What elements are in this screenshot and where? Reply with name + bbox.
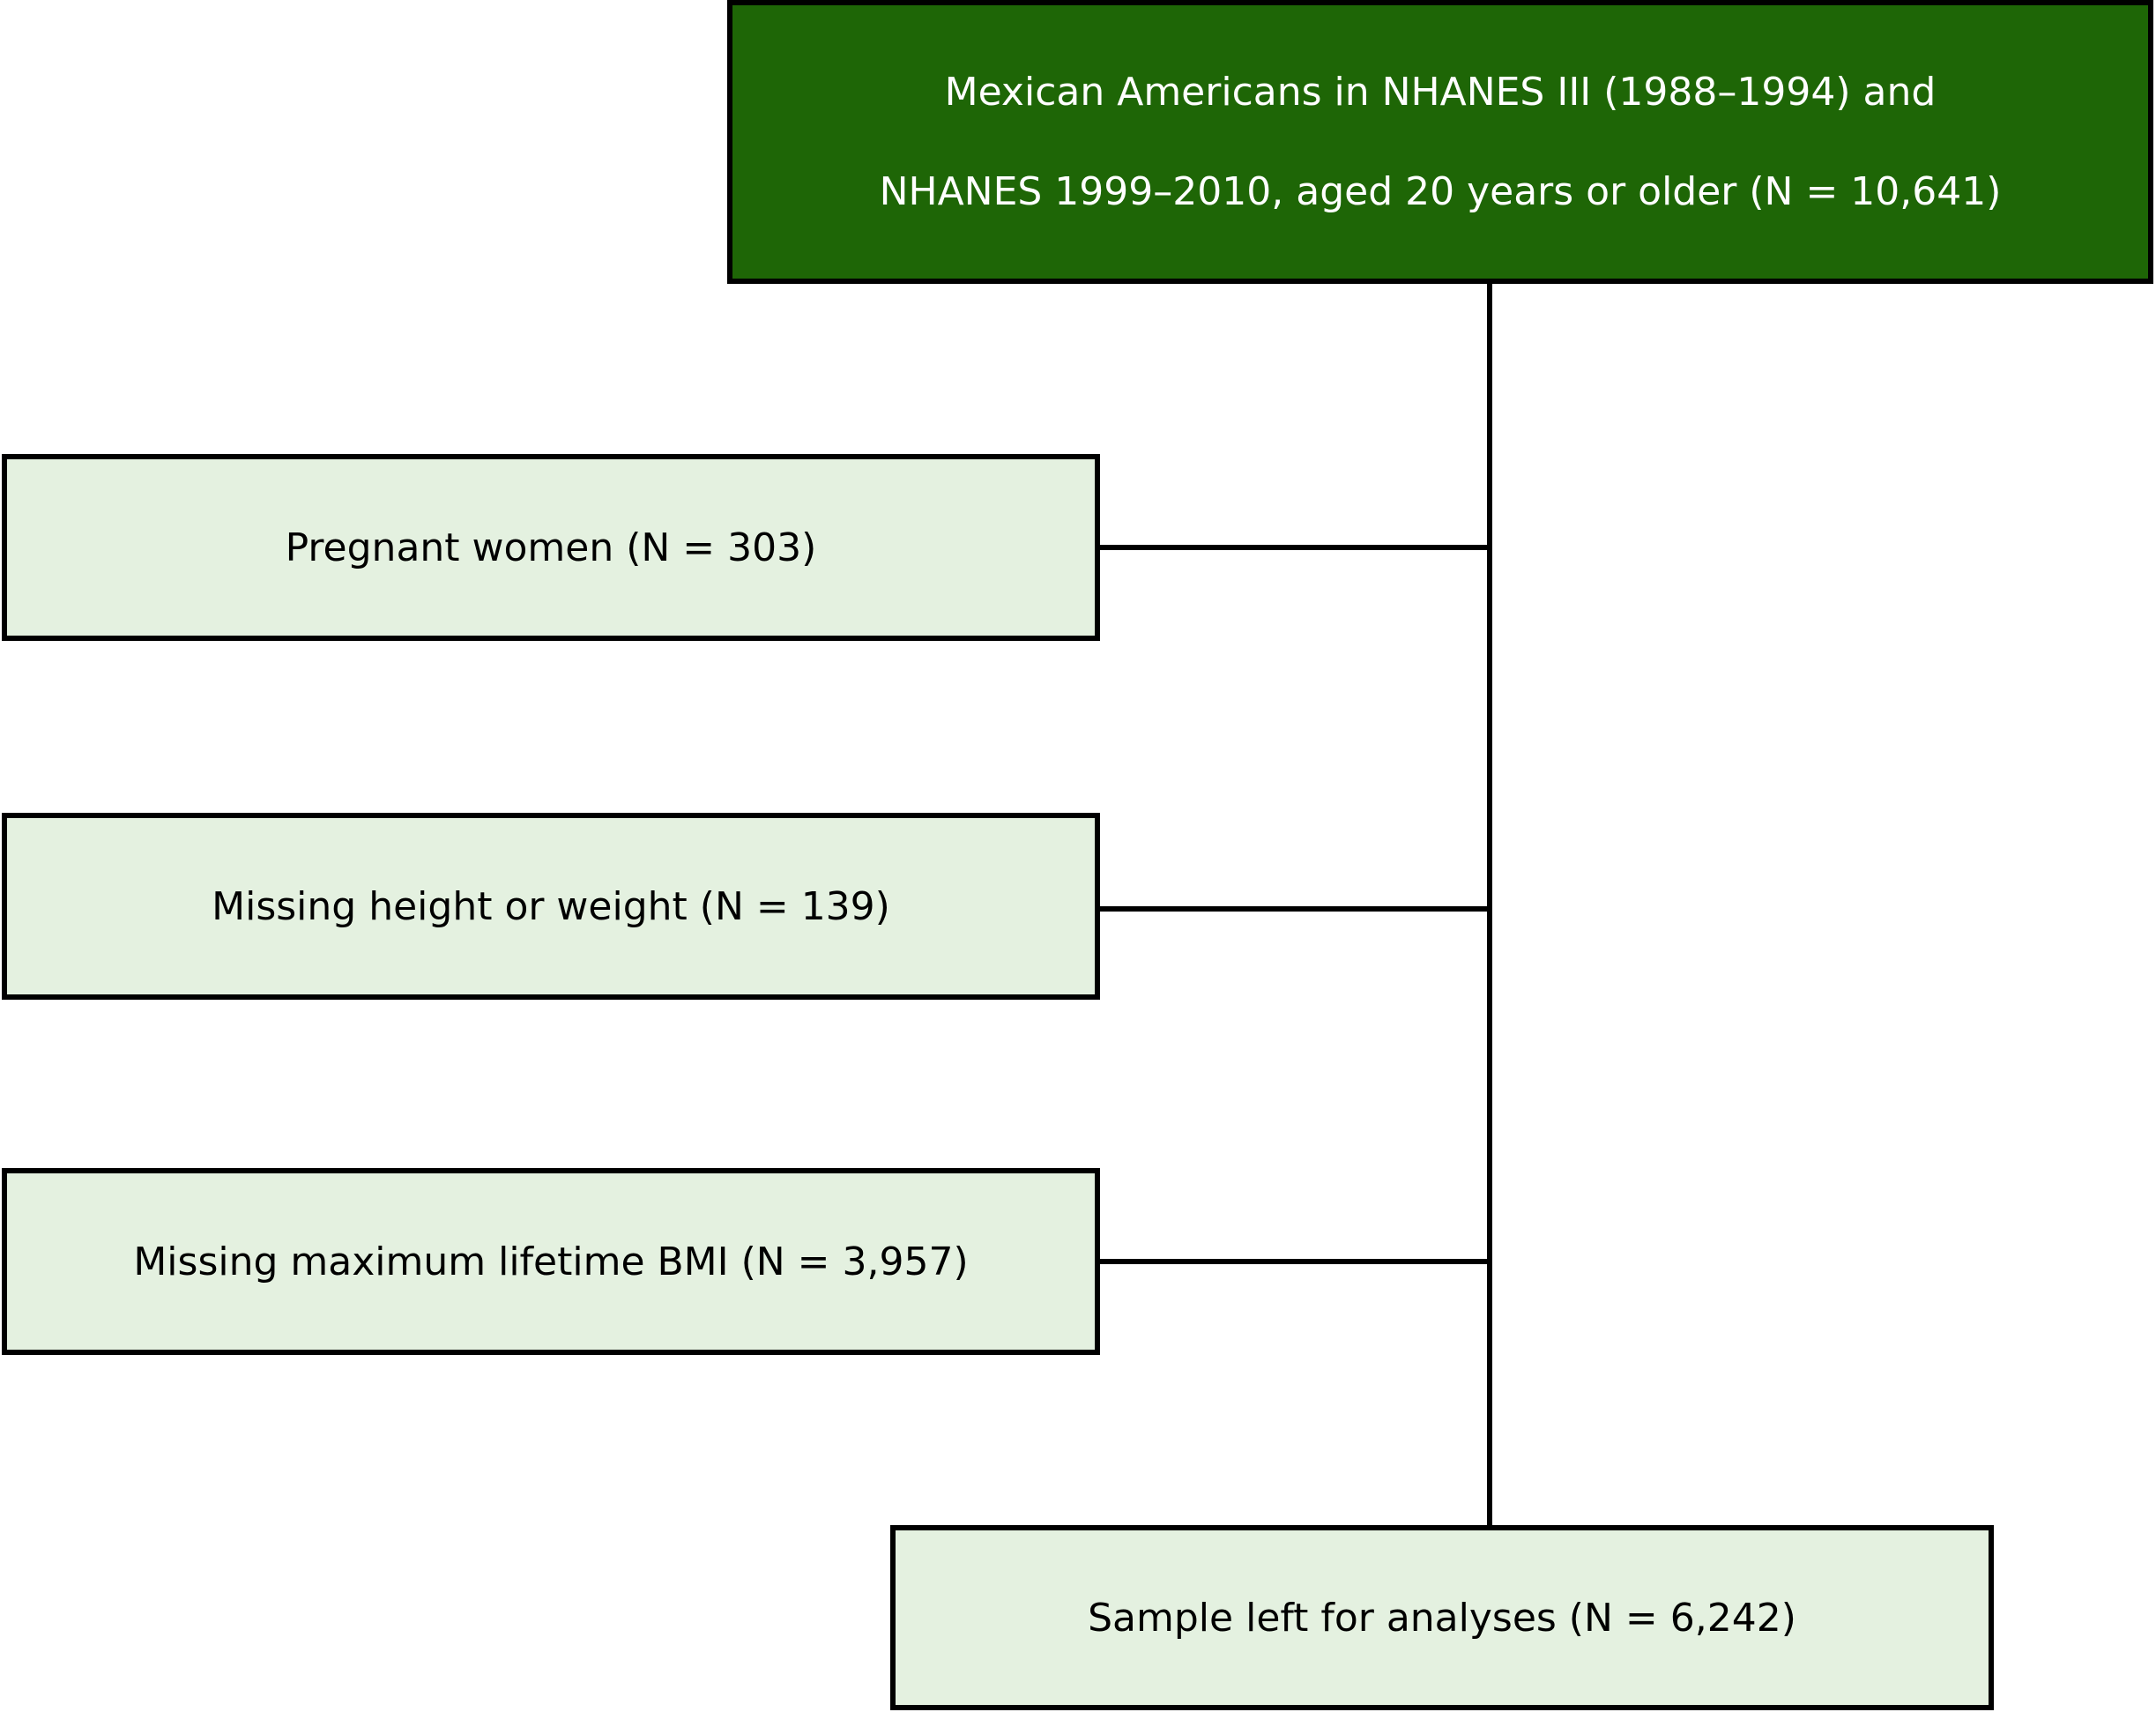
- population-box-line2: NHANES 1999–2010, aged 20 years or older…: [879, 169, 2002, 214]
- exclusion-label-pregnant-women: Pregnant women (N = 303): [285, 525, 817, 570]
- population-box-line1: Mexican Americans in NHANES III (1988–19…: [944, 70, 1937, 115]
- exclusion-box-missing-bmi: Missing maximum lifetime BMI (N = 3,957): [2, 1168, 1100, 1355]
- connector-line-pregnant-women: [1100, 545, 1487, 550]
- final-sample-box: Sample left for analyses (N = 6,242): [890, 1525, 1994, 1710]
- population-box: Mexican Americans in NHANES III (1988–19…: [727, 0, 2153, 284]
- exclusion-label-missing-height-weight: Missing height or weight (N = 139): [212, 883, 890, 929]
- final-sample-label: Sample left for analyses (N = 6,242): [1088, 1595, 1796, 1641]
- connector-line-missing-height-weight: [1100, 906, 1487, 912]
- exclusion-box-pregnant-women: Pregnant women (N = 303): [2, 454, 1100, 641]
- exclusion-label-missing-bmi: Missing maximum lifetime BMI (N = 3,957): [133, 1239, 969, 1284]
- connector-line-missing-bmi: [1100, 1259, 1487, 1264]
- exclusion-box-missing-height-weight: Missing height or weight (N = 139): [2, 813, 1100, 1000]
- main-vertical-connector-line: [1487, 284, 1492, 1525]
